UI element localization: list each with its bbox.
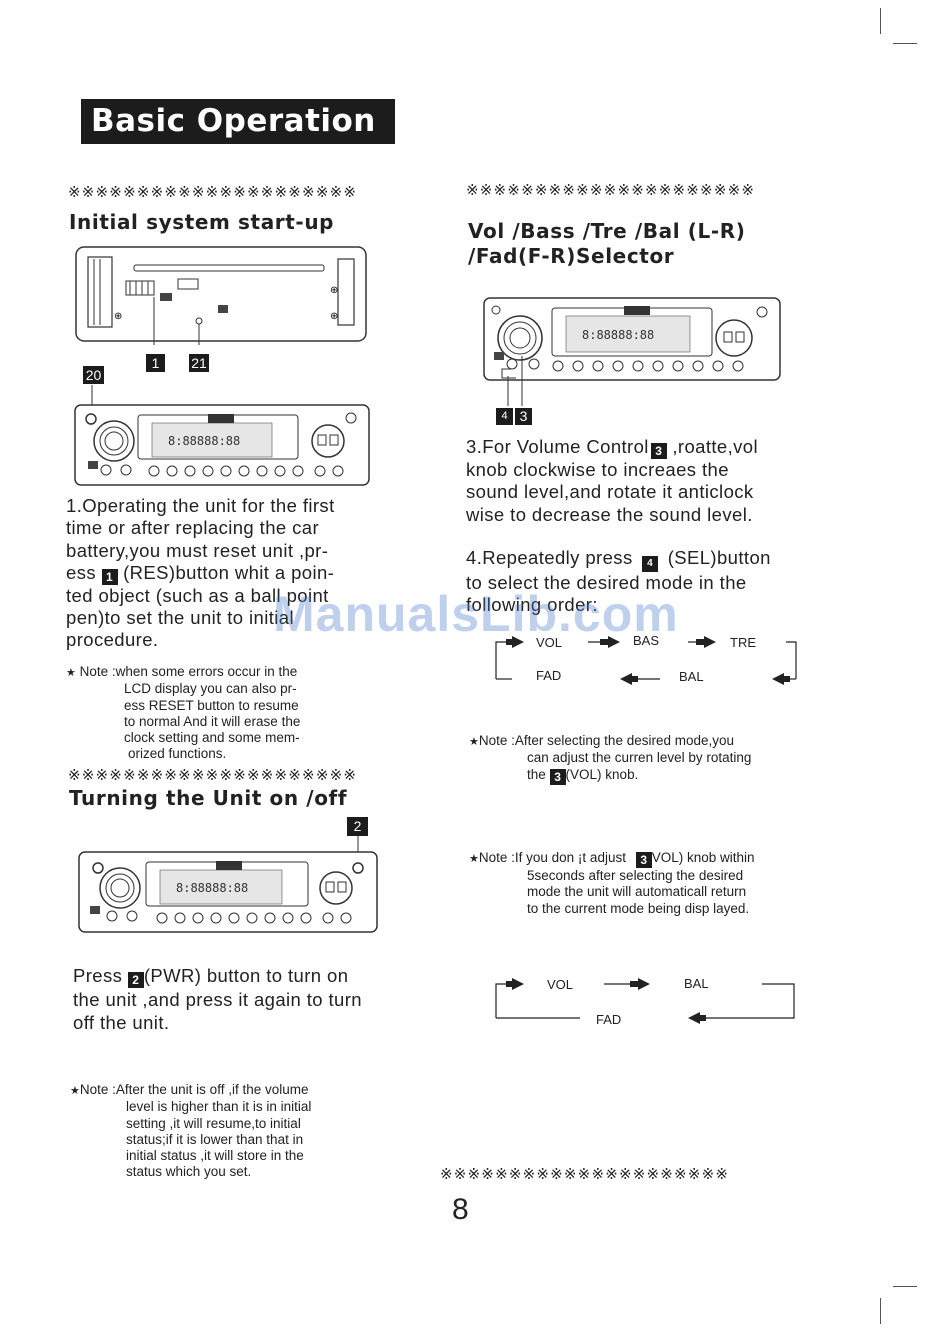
power-heading: Turning the Unit on /off xyxy=(69,786,348,810)
select-body: 4.Repeatedly press 4 (SEL)button to sele… xyxy=(466,547,771,616)
power-note: ★Note :After the unit is off ,if the vol… xyxy=(70,1082,312,1180)
callout-21: 21 xyxy=(189,354,209,372)
crop-mark-top-vertical xyxy=(880,8,881,34)
callout-2: 2 xyxy=(347,817,368,836)
selector-heading: Vol /Bass /Tre /Bal (L-R) /Fad(F-R)Selec… xyxy=(468,219,746,268)
flow2-fad: FAD xyxy=(596,1012,622,1027)
badge-3: 3 xyxy=(635,852,652,868)
mode-flow-diagram-1 xyxy=(495,636,797,685)
power-body: Press 2(PWR) button to turn on the unit … xyxy=(73,965,362,1033)
star-divider-right-top: ※※※※※※※※※※※※※※※※※※※※※ xyxy=(466,181,756,199)
svg-text:⊕: ⊕ xyxy=(114,311,122,322)
callout-1: 1 xyxy=(146,354,165,372)
startup-body: 1.Operating the unit for the first time … xyxy=(66,495,335,651)
faceplate-front-illustration-1: 8:88888:88 xyxy=(74,385,370,486)
crop-mark-bottom-horizontal xyxy=(893,1286,917,1287)
flow2-vol: VOL xyxy=(547,977,574,992)
startup-heading: Initial system start-up xyxy=(69,210,335,234)
callout-3: 3 xyxy=(515,408,532,425)
svg-text:⊕: ⊕ xyxy=(330,285,338,296)
star-bullet-icon: ★ xyxy=(469,736,479,748)
badge-3: 3 xyxy=(650,443,667,459)
badge-4: 4 xyxy=(642,556,659,572)
badge-3: 3 xyxy=(549,768,566,785)
star-divider-right-bottom: ※※※※※※※※※※※※※※※※※※※※※ xyxy=(440,1165,730,1183)
flow1-vol: VOL xyxy=(536,635,563,650)
faceplate-rear-illustration: ⊕ ⊕ ⊕ xyxy=(75,246,367,345)
page-title: Basic Operation xyxy=(81,99,395,144)
faceplate-front-illustration-3: 8:88888:88 xyxy=(483,297,781,406)
svg-text:8:88888:88: 8:88888:88 xyxy=(168,434,240,448)
svg-text:⊕: ⊕ xyxy=(330,311,338,322)
svg-text:8:88888:88: 8:88888:88 xyxy=(582,328,654,342)
crop-mark-top-horizontal xyxy=(893,43,917,44)
star-bullet-icon: ★ xyxy=(70,1085,80,1097)
callout-4: 4 xyxy=(496,408,513,425)
star-bullet-icon: ★ xyxy=(66,667,76,679)
page-number: 8 xyxy=(452,1193,469,1226)
flow1-bal: BAL xyxy=(679,669,704,684)
badge-1: 1 xyxy=(101,568,118,585)
startup-note: ★ Note :when some errors occur in the LC… xyxy=(66,664,301,762)
watermark: ManualsLib.com xyxy=(273,586,679,642)
flow2-bal: BAL xyxy=(684,976,709,991)
star-bullet-icon: ★ xyxy=(469,853,479,865)
flow1-tre: TRE xyxy=(730,635,756,650)
mode-flow-diagram-2 xyxy=(495,978,795,1024)
selector-note-1: ★Note :After selecting the desired mode,… xyxy=(469,733,752,785)
faceplate-front-illustration-2: 8:88888:88 xyxy=(78,836,378,933)
star-divider-left-middle: ※※※※※※※※※※※※※※※※※※※※※ xyxy=(68,766,358,784)
flow1-bas: BAS xyxy=(633,633,660,648)
svg-text:8:88888:88: 8:88888:88 xyxy=(176,881,248,895)
flow1-fad: FAD xyxy=(536,668,562,683)
crop-mark-bottom-vertical xyxy=(880,1298,881,1324)
callout-20: 20 xyxy=(83,366,104,384)
badge-2: 2 xyxy=(127,972,144,988)
star-divider-left-top: ※※※※※※※※※※※※※※※※※※※※※ xyxy=(68,183,358,201)
